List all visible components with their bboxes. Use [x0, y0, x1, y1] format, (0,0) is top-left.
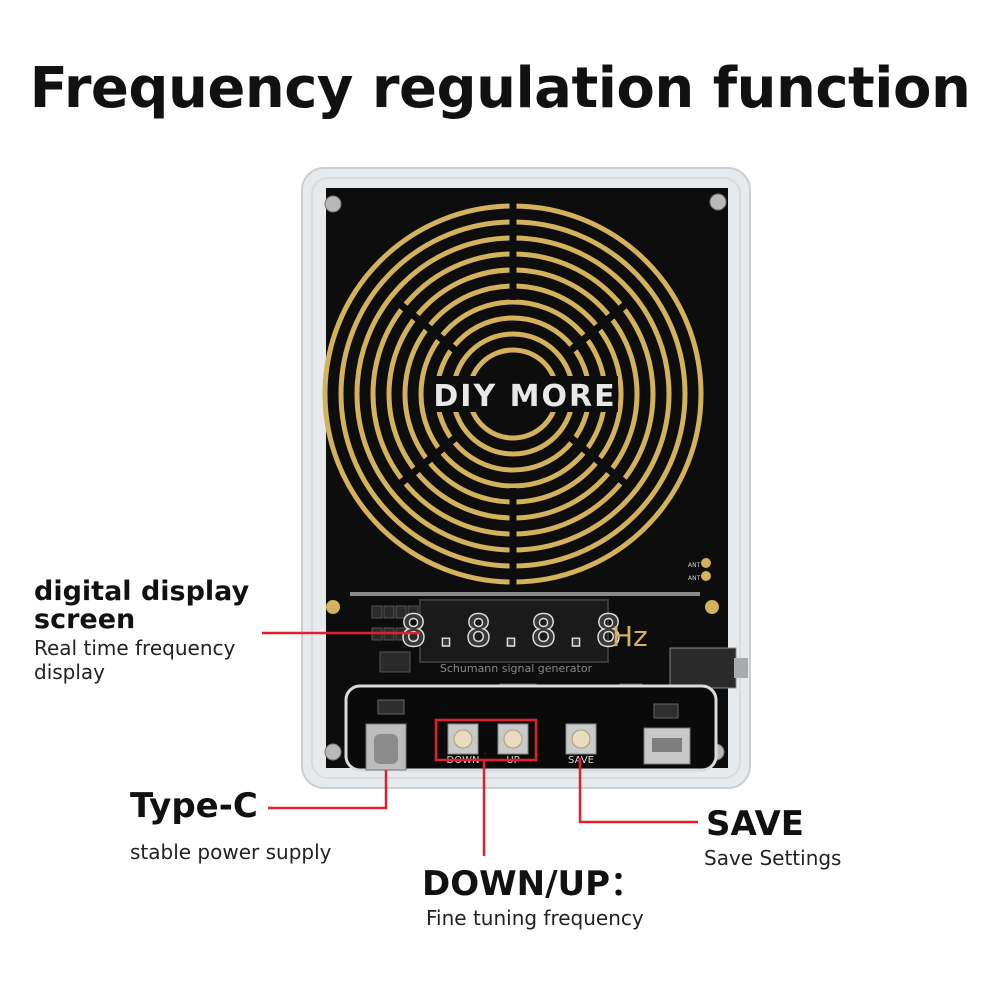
screw-icon [324, 195, 342, 213]
save-callout-line [578, 758, 698, 824]
button-panel [344, 684, 718, 772]
page-title: Frequency regulation function [29, 56, 971, 121]
ant-label: ANT [688, 575, 701, 582]
typec-callout-subtitle: stable power supply [130, 840, 332, 864]
down-button[interactable] [447, 723, 479, 755]
up-button[interactable] [497, 723, 529, 755]
save-callout-subtitle: Save Settings [704, 846, 842, 870]
display-unit: Hz [612, 620, 648, 653]
save-callout-title: SAVE [706, 804, 805, 844]
display-digits: 8.8.8.8 [400, 606, 627, 657]
downup-callout-title: DOWN/UP： [422, 864, 645, 904]
screw-icon [324, 743, 342, 761]
downup-highlight [434, 718, 538, 762]
divider [350, 592, 700, 596]
ant-label: ANT [688, 562, 701, 569]
downup-callout-subtitle: Fine tuning frequency [426, 906, 644, 930]
digital-display [419, 599, 609, 663]
screw-icon [709, 193, 727, 211]
brand-logo: DIY MORE [433, 379, 616, 414]
save-button[interactable] [565, 723, 597, 755]
side-switch [669, 647, 737, 689]
typec-callout-title: Type-C [130, 786, 258, 826]
display-callout-subtitle: Real time frequency display [34, 636, 236, 684]
typec-callout-line [268, 770, 388, 810]
board-label: Schumann signal generator [440, 662, 593, 675]
display-callout-title: digital display screen [34, 576, 250, 635]
